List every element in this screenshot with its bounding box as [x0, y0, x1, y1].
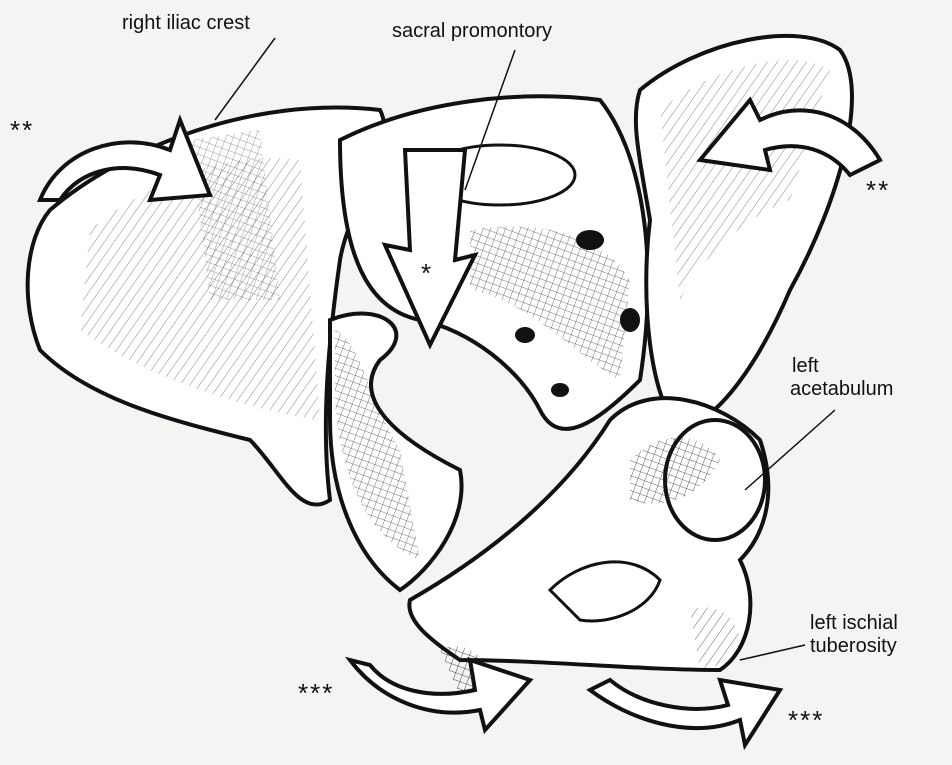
- label-left-ischial-tuberosity: left ischial tuberosity: [810, 612, 898, 658]
- label-right-iliac-crest: right iliac crest: [122, 12, 250, 34]
- label-line: acetabulum: [790, 378, 894, 400]
- right-ischial-arrow: [345, 656, 534, 735]
- label-line: tuberosity: [810, 635, 897, 657]
- marker-right-ischial-rotation: ***: [298, 678, 335, 708]
- left-rotation-arrow: [696, 96, 883, 178]
- marker-left-ischial-rotation: ***: [788, 705, 825, 735]
- sacral-force-arrow: [381, 148, 479, 350]
- label-line: left ischial: [810, 612, 898, 634]
- marker-promontory-force: *: [421, 258, 434, 288]
- right-rotation-arrow: [37, 114, 213, 203]
- marker-right-rotation: **: [10, 115, 35, 145]
- left-ischial-arrow: [586, 677, 784, 751]
- marker-left-rotation: **: [866, 175, 891, 205]
- label-left-acetabulum: left acetabulum: [790, 355, 893, 401]
- label-line: left: [792, 355, 819, 377]
- label-sacral-promontory: sacral promontory: [392, 20, 553, 42]
